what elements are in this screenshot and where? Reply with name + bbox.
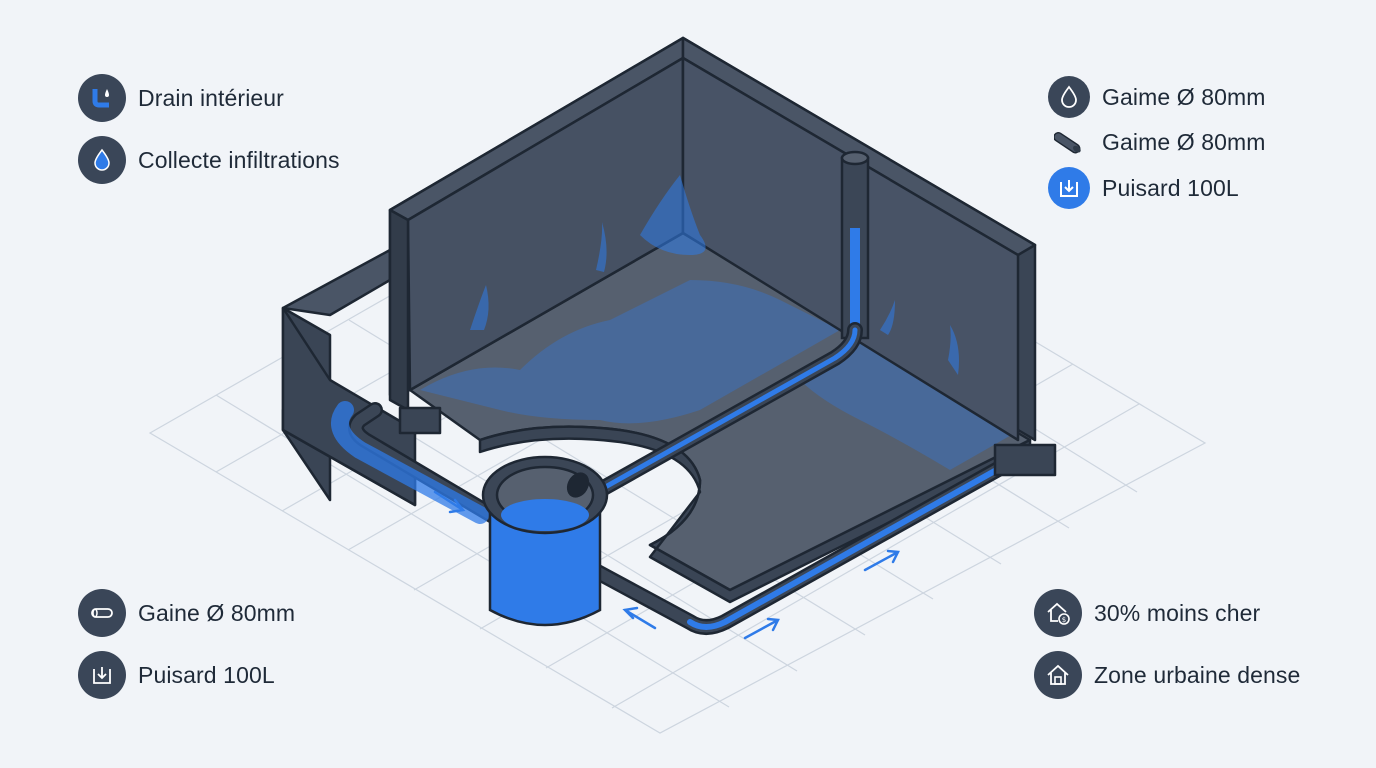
legend-label: 30% moins cher [1094,599,1261,626]
riser-pipe [840,150,870,340]
wall-seepage [470,175,959,375]
legend-puisard-left: Puisard 100L [78,651,275,699]
legend-label: Gaine Ø 80mm [138,599,296,626]
legend-label: Zone urbaine dense [1094,661,1301,688]
legend-label: Collecte infiltrations [138,146,340,173]
legend-gaime-pipe: Gaime Ø 80mm [1048,121,1266,163]
water-drop-icon [78,136,126,184]
perimeter-drain-pipes [331,322,1057,635]
pipe-tube-icon [78,589,126,637]
legend-gaine: Gaine Ø 80mm [78,589,295,637]
legend-label: Gaime Ø 80mm [1102,128,1266,155]
legend-puisard-right: Puisard 100L [1048,167,1239,209]
legend-collecte-infiltrations: Collecte infiltrations [78,136,340,184]
legend-cost: $ 30% moins cher [1034,589,1260,637]
svg-text:$: $ [1062,616,1067,624]
floor-water [420,280,1020,470]
legend-label: Gaime Ø 80mm [1102,83,1266,110]
legend-label: Drain intérieur [138,84,284,111]
sump-icon [1048,167,1090,209]
basement-walls [388,36,1037,442]
legend-zone: Zone urbaine dense [1034,651,1300,699]
sump-icon [78,651,126,699]
drain-pipe-icon [78,74,126,122]
legend-gaime-drop: Gaime Ø 80mm [1048,76,1266,118]
sump-tank [481,455,609,627]
flow-arrows [433,490,900,640]
legend-label: Puisard 100L [138,661,275,688]
pipe-tube-icon [1048,121,1090,163]
legend-drain-interieur: Drain intérieur [78,74,284,122]
house-cost-icon: $ [1034,589,1082,637]
legend-label: Puisard 100L [1102,174,1239,201]
water-drop-icon [1048,76,1090,118]
house-icon [1034,651,1082,699]
